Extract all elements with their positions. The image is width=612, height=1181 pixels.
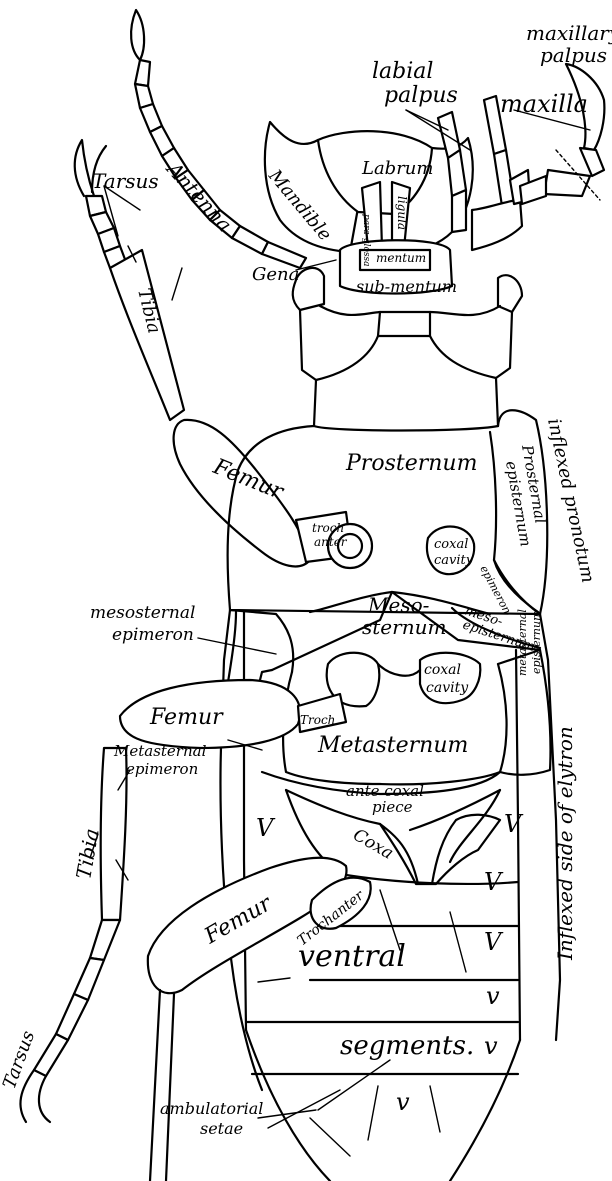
label-maxillary-2: palpus [540,43,607,67]
label-tarsus-lower: Tarsus [0,1028,39,1092]
head [265,64,605,426]
label-labrum: Labrum [361,158,433,179]
label-tarsus-upper: Tarsus [92,169,159,193]
label-v-3: V [484,928,504,956]
label-femur-middle: Femur [149,705,224,730]
label-antenna: Antenna [161,156,237,237]
label-mesosternum-2: sternum [362,615,446,639]
label-coxal-cavity-lower-1: coxal [424,662,461,678]
label-metasternal-epimeron-1: Metasternal [113,742,207,760]
label-labial-1: labial [372,59,433,84]
label-ligula: ligula [395,196,409,230]
label-ventral: ventral [298,939,406,974]
label-prosternum: Prosternum [345,451,477,476]
label-v-2: V [484,868,504,896]
label-v-left: V [256,814,276,842]
label-inflexed-pronotum: inflexed pronotum [543,417,598,585]
label-gena: Gena [252,264,299,285]
label-coxal-cavity-lower-2: cavity [426,680,469,696]
label-metasternal-episternum-2: episternum [530,610,543,674]
label-mesosternal-epimeron-1: mesosternal [90,603,195,623]
label-mesosternal-epimeron-2: epimeron [112,625,194,645]
label-paraglossa: para-glossa [361,214,371,267]
label-segments: segments. [340,1031,474,1061]
label-ambulatorial-2: setae [200,1119,243,1138]
label-mentum: mentum [376,251,426,265]
label-v-6: v [396,1088,410,1116]
label-labial-2: palpus [384,83,458,108]
label-coxal-cavity-1: coxal [434,537,468,552]
label-v-5: v [484,1032,498,1060]
label-ambulatorial-1: ambulatorial [160,1099,263,1118]
label-antecoxal-2: piece [372,798,413,816]
label-submentum: sub-mentum [356,277,457,296]
label-inflexed-elytron: Inflexed side of elytron [553,726,577,961]
label-troch-middle: Troch [300,713,335,727]
label-maxillary-1: maxillary [526,21,612,45]
label-maxilla: maxilla [500,90,588,118]
label-v-4: v [486,982,500,1010]
label-trochanter-upper-1: troch [312,521,344,535]
label-metasternal-episternum-1: metasternal [516,609,529,676]
label-coxal-cavity-2: cavity [434,553,474,568]
label-trochanter-upper-2: anter [314,535,348,549]
label-metasternal-epimeron-2: epimeron [126,760,198,778]
label-v-right: V [504,810,524,838]
label-metasternum: Metasternum [317,733,468,758]
label-mesosternum-1: Meso- [367,593,430,617]
label-tibia-lower: Tibia [71,827,103,881]
